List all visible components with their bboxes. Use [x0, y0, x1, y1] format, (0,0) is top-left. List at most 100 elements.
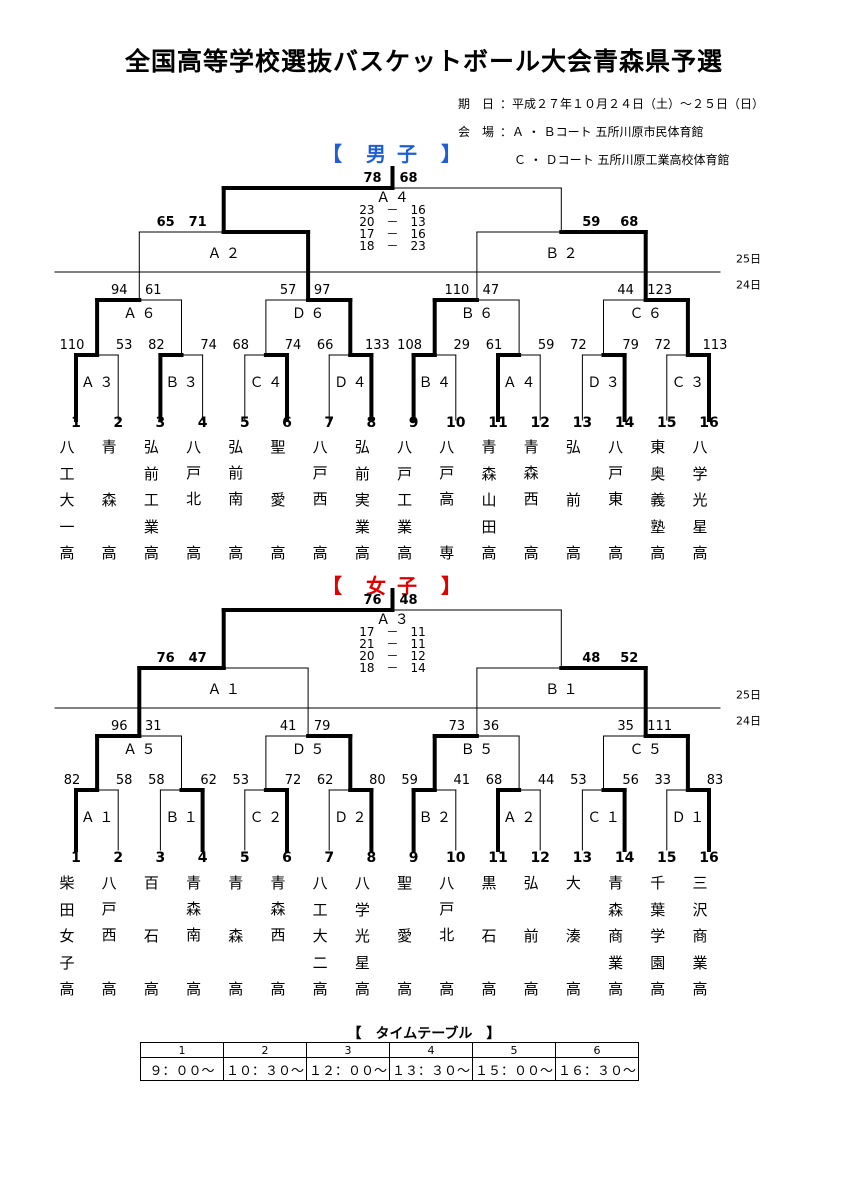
- boys-r1-score: 61: [485, 338, 503, 353]
- boys-match-label: Ｂ ３: [165, 375, 198, 391]
- boys-final-period-score: 18 － 23: [359, 239, 426, 253]
- girls-team-number: 8: [366, 850, 377, 866]
- boys-r1-score: 74: [200, 338, 217, 353]
- timetable: 1 2 3 4 5 6 ９：００～ １０：３０～ １２：００～ １３：３０～ １…: [140, 1042, 639, 1081]
- boys-team-name: 青森西高: [523, 438, 539, 562]
- girls-team-number: 2: [113, 850, 124, 866]
- girls-final-period-score: 21 － 11: [359, 637, 426, 651]
- girls-day25-label: 25日: [736, 688, 761, 702]
- page-title: 全国高等学校選抜バスケットボール大会青森県予選: [124, 47, 723, 76]
- girls-team-number: 7: [324, 850, 335, 866]
- girls-sf-score: 76: [156, 651, 175, 666]
- timetable-time-1: ９：００～: [140, 1057, 224, 1081]
- timetable-slot-2: 2: [223, 1042, 307, 1058]
- boys-r1-score: 110: [59, 338, 85, 353]
- boys-team-number: 14: [614, 415, 635, 431]
- girls-team-number: 15: [657, 850, 677, 866]
- girls-team-number: 9: [408, 850, 419, 866]
- girls-r1-score: 82: [63, 773, 81, 788]
- boys-team-number: 9: [408, 415, 419, 431]
- boys-day25-label: 25日: [736, 252, 761, 266]
- boys-team-number: 10: [446, 415, 466, 431]
- girls-r1-score: 58: [148, 773, 165, 788]
- boys-r2-score: 57: [279, 283, 297, 298]
- girls-team-number: 5: [239, 850, 250, 866]
- boys-team-number: 7: [324, 415, 335, 431]
- boys-team-number: 4: [197, 415, 208, 431]
- girls-match-label: Ｂ １: [165, 810, 198, 826]
- boys-heading: 【 男 子 】: [322, 142, 463, 166]
- girls-r1-score: 62: [316, 773, 334, 788]
- girls-r1-score: 68: [485, 773, 503, 788]
- girls-match-label: Ｄ １: [671, 810, 705, 826]
- boys-match-label: Ａ ３: [80, 375, 114, 391]
- timetable-slot-1: 1: [140, 1042, 224, 1058]
- boys-r1-score: 79: [622, 338, 639, 353]
- boys-match-label: Ｄ ６: [291, 306, 325, 322]
- boys-team-name: 八戸北高: [186, 438, 202, 562]
- boys-match-label: Ｂ ６: [460, 306, 494, 322]
- girls-final-label: Ａ ３: [376, 612, 409, 628]
- girls-r1-score: 33: [654, 773, 672, 788]
- boys-match-label: Ｃ ４: [249, 375, 283, 391]
- boys-match-label: Ｄ ４: [334, 375, 367, 391]
- boys-team-number: 2: [113, 415, 124, 431]
- boys-r1-score: 72: [570, 338, 587, 353]
- boys-r1-score: 29: [453, 338, 471, 353]
- girls-team-number: 13: [572, 850, 593, 866]
- girls-final-period-score: 18 － 14: [359, 661, 426, 675]
- boys-match-label: Ｃ ６: [629, 306, 662, 322]
- boys-day24-label: 24日: [736, 278, 761, 292]
- girls-match-label: Ｄ ５: [291, 742, 325, 758]
- girls-team-name: 八工大二高: [312, 874, 328, 998]
- girls-r1-score: 56: [622, 773, 639, 788]
- girls-team-number: 10: [446, 850, 466, 866]
- boys-team-number: 15: [657, 415, 677, 431]
- boys-sf-score: 71: [188, 215, 207, 230]
- boys-match-label: Ａ ２: [207, 246, 240, 262]
- boys-team-number: 16: [699, 415, 719, 431]
- girls-r2-score: 96: [111, 719, 128, 734]
- boys-r2-score: 47: [482, 283, 500, 298]
- girls-r2-score: 31: [145, 719, 162, 734]
- boys-team-name: 青森高: [101, 438, 117, 562]
- girls-day24-label: 24日: [736, 714, 761, 728]
- girls-sf-score: 52: [620, 651, 639, 666]
- boys-r2-score: 110: [444, 283, 470, 298]
- timetable-header-row: 1 2 3 4 5 6: [140, 1042, 639, 1058]
- girls-match-label: Ｂ １: [545, 682, 578, 698]
- boys-team-name: 八学光星高: [692, 438, 708, 562]
- girls-r2-score: 111: [647, 719, 673, 734]
- boys-sf-score: 59: [582, 215, 601, 230]
- boys-r2-score: 123: [647, 283, 673, 298]
- boys-r1-score: 108: [397, 338, 423, 353]
- girls-team-number: 12: [530, 850, 550, 866]
- girls-team-name: 青森南高: [186, 874, 202, 998]
- girls-r1-score: 53: [570, 773, 587, 788]
- girls-match-label: Ａ ２: [502, 810, 536, 826]
- girls-team-number: 6: [282, 850, 292, 866]
- date-label: 期 日: [458, 97, 495, 111]
- girls-match-label: Ｂ ５: [460, 742, 494, 758]
- girls-sf-score: 48: [582, 651, 601, 666]
- boys-team-name: 八工大一高: [59, 438, 75, 562]
- girls-r1-score: 80: [369, 773, 386, 788]
- venue-label: 会 場: [458, 125, 495, 139]
- boys-match-label: Ｃ ３: [671, 375, 705, 391]
- boys-team-number: 11: [488, 415, 508, 431]
- girls-r1-score: 44: [537, 773, 555, 788]
- girls-team-name: 弘前高: [523, 874, 539, 998]
- girls-team-number: 11: [488, 850, 508, 866]
- girls-team-name: 八戸北高: [439, 874, 455, 998]
- boys-final-score: 68: [399, 171, 418, 186]
- boys-r1-score: 66: [316, 338, 334, 353]
- boys-team-name: 八戸東高: [608, 438, 624, 562]
- boys-team-name: 八戸工業高: [397, 438, 413, 562]
- timetable-time-6: １６：３０～: [555, 1057, 639, 1081]
- timetable-time-3: １２：００～: [306, 1057, 390, 1081]
- girls-team-number: 4: [197, 850, 208, 866]
- girls-match-label: Ｂ ２: [418, 810, 451, 826]
- girls-r2-score: 73: [448, 719, 466, 734]
- boys-r1-score: 113: [702, 338, 728, 353]
- boys-team-number: 12: [530, 415, 550, 431]
